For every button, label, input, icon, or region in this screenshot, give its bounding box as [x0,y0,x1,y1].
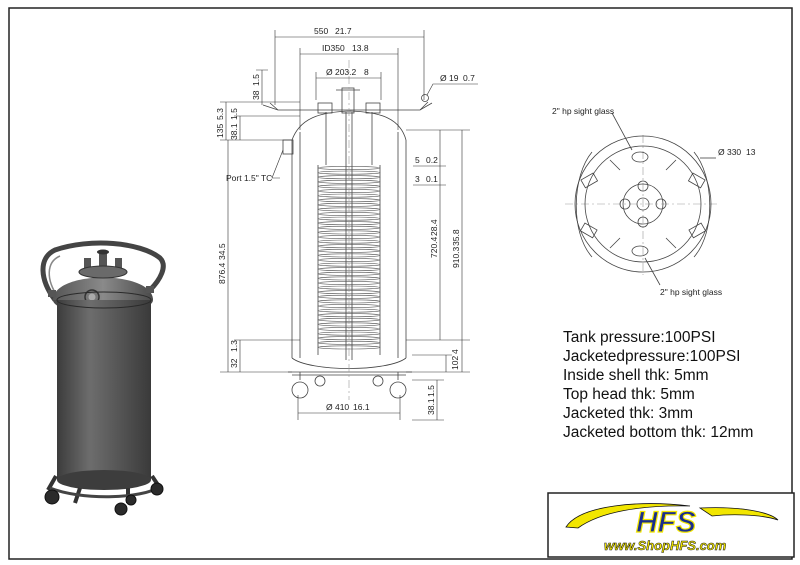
spec-jacketed-bottom-thk: Jacketed bottom thk: 12mm [563,424,754,441]
front-elevation [262,87,433,399]
spec-tank-pressure: Tank pressure:100PSI [563,329,716,346]
spec-jacketed-thk: Jacketed thk: 3mm [563,405,694,422]
coil-ring [317,179,381,184]
dim-base-dia: Ø 410 [326,402,349,412]
dim-rail-height: 38 [251,90,261,100]
spec-top-head-thk: Top head thk: 5mm [563,386,695,403]
logo-swoosh-right-icon [698,507,779,521]
dim-gap-3-in: 0.1 [426,174,438,184]
dim-rail-dia-in: 0.7 [463,73,475,83]
dim-gap-3: 3 [415,174,420,184]
coil-ring [317,184,381,189]
dim-top-view-dia-in: 13 [746,147,756,157]
dim-gap-5: 5 [415,155,420,165]
center-lines [348,60,720,400]
dim-overall-height: 876.4 [217,262,227,284]
dim-id: ID350 [322,43,345,53]
top-view [574,112,716,286]
logo-frame [547,492,795,558]
dim-top-view-dia: Ø 330 [718,147,741,157]
dim-bottom-102: 102 [450,356,460,370]
spec-inside-shell-thk: Inside shell thk: 5mm [563,367,709,384]
dim-shell-height-in: 35.8 [451,229,461,246]
coil-ring [317,216,381,221]
dim-base-dia-in: 16.1 [353,402,370,412]
coil-ring [317,198,381,203]
label-sight-glass-bottom: 2" hp sight glass [660,287,722,297]
dim-port-dia: Ø 203.2 [326,67,357,77]
dim-port-dia-in: 8 [364,67,369,77]
coil-ring [317,230,381,235]
dim-rail-dia: Ø 19 [440,73,459,83]
coil-ring [317,166,381,170]
dim-bottom-32: 32 [229,358,239,368]
dim-head-38-in: 1.5 [229,108,239,120]
dim-shell-height: 910.3 [451,246,461,268]
logo-url: www.ShopHFS.com [604,538,727,553]
coil-ring [317,248,381,253]
dimension-lines [220,30,478,421]
tank-render [40,240,166,516]
dim-head-135: 135 [215,124,225,138]
dim-id-in: 13.8 [352,43,369,53]
label-port: Port 1.5" TC [226,173,272,183]
dim-caster-height-in: 1.5 [426,385,436,397]
label-sight-glass-top: 2" hp sight glass [552,106,614,116]
dim-overall-height-in: 34.5 [217,243,227,260]
sheet-border [8,7,793,560]
dim-overall-width: 550 [314,26,328,36]
dim-rail-height-in: 1.5 [251,74,261,86]
dim-caster-height: 38.1 [426,398,436,415]
dim-coil-height: 720.4 [429,236,439,258]
logo-brand: HFS [636,506,696,539]
hfs-logo: HFS www.ShopHFS.com [547,492,795,558]
dim-head-135-in: 5.3 [215,108,225,120]
dim-gap-5-in: 0.2 [426,155,438,165]
dim-coil-height-in: 28.4 [429,219,439,236]
dim-overall-width-in: 21.7 [335,26,352,36]
dim-head-38: 38.1 [229,123,239,140]
dim-bottom-102-in: 4 [450,349,460,354]
dim-bottom-32-in: 1.3 [229,340,239,352]
spec-jacketed-pressure: Jacketedpressure:100PSI [563,348,741,365]
logo-swoosh-icon [565,503,691,529]
